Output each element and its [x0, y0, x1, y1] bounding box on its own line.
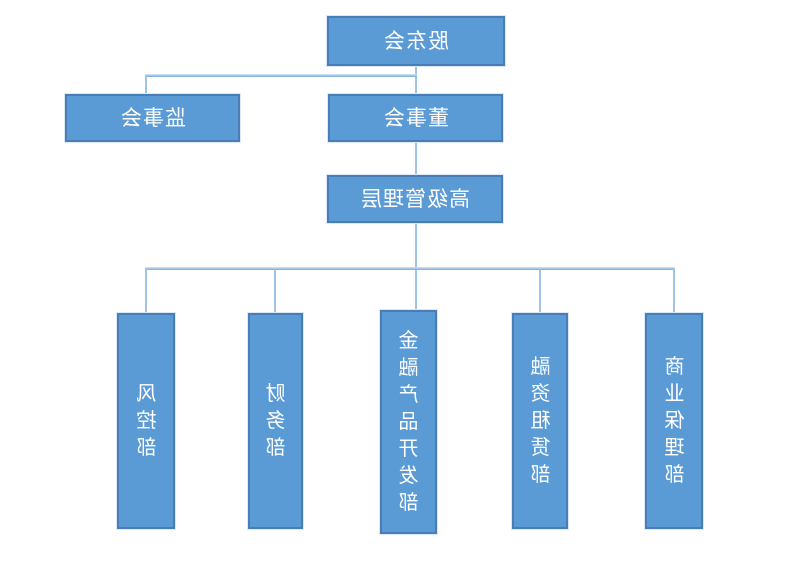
connector-root-horizontal: [145, 74, 417, 77]
node-supervisory-board: 监事会: [65, 94, 240, 142]
connector-to-finance-dept: [274, 269, 276, 313]
node-board-of-directors: 董事会: [328, 94, 503, 142]
connector-senior-drop: [415, 223, 417, 310]
connector-to-financial-leasing-dept: [539, 269, 541, 313]
node-financial-leasing-dept-label: 融资租赁部: [530, 355, 550, 486]
node-shareholders-meeting: 股东会: [327, 16, 505, 66]
connector-root-drop: [415, 66, 417, 94]
node-senior-management: 高级管理层: [327, 175, 503, 223]
node-board-of-directors-label: 董事会: [382, 106, 449, 130]
node-financial-leasing-dept: 融资租赁部: [512, 313, 568, 529]
node-shareholders-meeting-label: 股东会: [383, 29, 449, 53]
connector-to-risk-control-dept: [145, 269, 147, 313]
node-financial-product-development-dept: 金融产品开发部: [380, 310, 437, 534]
node-financial-product-development-dept-label: 金融产品开发部: [398, 329, 419, 514]
node-finance-dept-label: 财务部: [265, 382, 286, 459]
node-senior-management-label: 高级管理层: [360, 187, 470, 211]
node-risk-control-dept: 风控部: [117, 313, 175, 529]
connector-departments-horizontal: [145, 267, 675, 270]
node-finance-dept: 财务部: [248, 313, 303, 529]
connector-board-to-senior: [415, 142, 417, 175]
connector-to-commercial-factoring-dept: [673, 269, 675, 313]
node-risk-control-dept-label: 风控部: [136, 382, 156, 459]
node-supervisory-board-label: 监事会: [119, 106, 186, 130]
node-commercial-factoring-dept: 商业保理部: [645, 313, 703, 529]
connector-to-supervisory-board: [145, 76, 147, 94]
node-commercial-factoring-dept-label: 商业保理部: [664, 355, 684, 486]
